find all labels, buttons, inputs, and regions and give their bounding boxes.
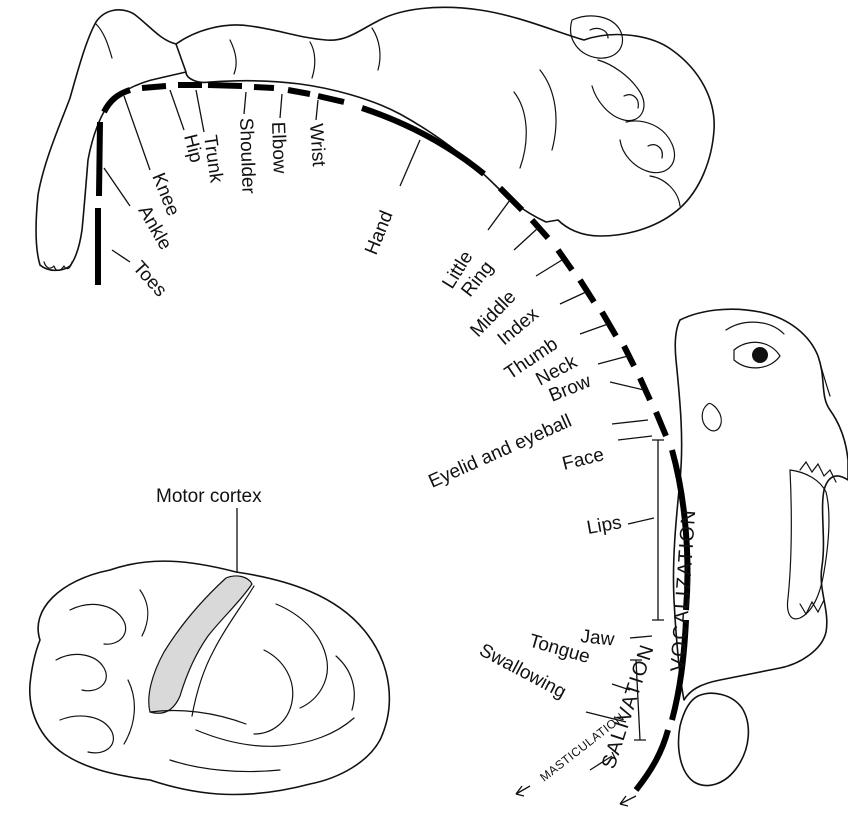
face-figure: [673, 309, 848, 785]
leader-little: [488, 200, 510, 230]
leader-ankle: [104, 168, 130, 206]
label-eyelid: Eyelid and eyeball: [425, 411, 574, 493]
eye-pupil: [752, 347, 768, 363]
leader-elbow: [280, 94, 282, 118]
leader-knee: [124, 96, 150, 170]
strip-eyelid: [656, 412, 666, 436]
label-salivation: SALIVATION: [598, 641, 659, 771]
label-lips: Lips: [585, 512, 623, 539]
strip-wrist-2: [318, 96, 344, 102]
leader-index: [560, 292, 586, 304]
strip-hip: [142, 86, 166, 88]
leader-lips: [628, 518, 654, 524]
label-elbow: Elbow: [267, 121, 290, 174]
strip-elbow: [254, 87, 274, 88]
strip-tongue: [636, 730, 668, 790]
leader-trunk: [196, 90, 204, 132]
strip-wrist: [288, 90, 310, 94]
leader-eyelid: [612, 420, 648, 424]
label-toes: Toes: [128, 257, 170, 301]
tongue-outline: [679, 693, 749, 785]
leader-middle: [536, 260, 562, 276]
leader-ring: [514, 228, 538, 250]
label-shoulder: Shoulder: [235, 117, 259, 194]
leader-jaw: [630, 636, 652, 638]
leader-brow: [610, 382, 644, 390]
label-motor-cortex: Motor cortex: [156, 486, 262, 507]
label-face: Face: [560, 444, 606, 475]
arrow-mastication: [516, 786, 530, 794]
leader-thumb: [580, 324, 608, 334]
arrow-bottom: [620, 796, 636, 806]
strip-ring: [532, 220, 548, 238]
label-hand: Hand: [361, 208, 397, 258]
leader-hand: [400, 140, 420, 186]
strip-index: [580, 280, 594, 302]
leader-wrist: [316, 100, 318, 120]
leader-neck: [598, 356, 628, 364]
label-trunk: Trunk: [199, 134, 227, 185]
label-wrist: Wrist: [305, 123, 329, 168]
brain-figure: Motor cortex: [30, 486, 390, 795]
strip-thumb: [602, 312, 616, 336]
strip-middle: [558, 250, 572, 270]
strip-ankle: [99, 122, 100, 196]
strip-shoulder: [208, 85, 242, 86]
leader-face: [618, 436, 652, 440]
leader-shoulder: [244, 92, 246, 114]
bracket-vocalization: [652, 440, 664, 620]
leader-hip: [170, 90, 184, 130]
leader-toes: [112, 250, 130, 262]
